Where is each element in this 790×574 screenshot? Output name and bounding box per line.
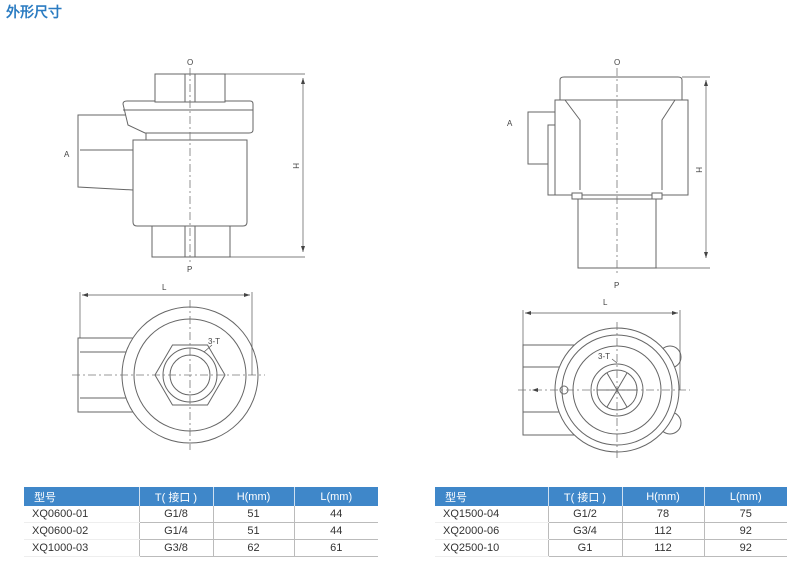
large-valve-front-view: O P A H <box>507 58 710 290</box>
header-model: 型号 <box>435 487 549 506</box>
cell-port: G3/4 <box>548 522 623 540</box>
label-h: H <box>291 163 300 169</box>
table-row: XQ2500-10 G1 112 92 <box>435 539 787 557</box>
header-port: T( 接口 ) <box>548 487 623 506</box>
table-row: XQ1000-03 G3/8 62 61 <box>24 539 378 557</box>
dimension-drawings: O P A H L 3-T O P A H <box>64 58 710 458</box>
table-row: XQ1500-04 G1/2 78 75 <box>435 506 787 523</box>
cell-length: 44 <box>294 506 378 523</box>
spec-table-small: 型号 T( 接口 ) H(mm) L(mm) XQ0600-01 G1/8 51… <box>24 487 378 557</box>
cell-port: G1/8 <box>139 506 214 523</box>
cell-height: 51 <box>213 506 295 523</box>
small-valve-top-view: L 3-T <box>72 283 265 450</box>
cell-model: XQ2500-10 <box>435 539 549 557</box>
cell-height: 112 <box>622 539 705 557</box>
cell-port: G3/8 <box>139 539 214 557</box>
cell-port: G1/2 <box>548 506 623 523</box>
cell-model: XQ0600-02 <box>24 522 140 540</box>
cell-length: 92 <box>704 522 787 540</box>
label-o: O <box>187 58 193 67</box>
table-header-row: 型号 T( 接口 ) H(mm) L(mm) <box>24 487 378 506</box>
label-p: P <box>187 265 192 274</box>
table-header-row: 型号 T( 接口 ) H(mm) L(mm) <box>435 487 787 506</box>
label-p-large: P <box>614 281 619 290</box>
label-3t-large: 3-T <box>598 352 610 361</box>
cell-length: 44 <box>294 522 378 540</box>
large-valve-top-view: L 3-T <box>518 298 690 458</box>
cell-model: XQ2000-06 <box>435 522 549 540</box>
table-row: XQ0600-02 G1/4 51 44 <box>24 522 378 540</box>
small-valve-front-view: O P A H <box>64 58 305 274</box>
cell-port: G1/4 <box>139 522 214 540</box>
header-port: T( 接口 ) <box>139 487 214 506</box>
cell-model: XQ1000-03 <box>24 539 140 557</box>
table-row: XQ2000-06 G3/4 112 92 <box>435 522 787 540</box>
header-length: L(mm) <box>294 487 378 506</box>
header-model: 型号 <box>24 487 140 506</box>
section-title: 外形尺寸 <box>6 5 62 21</box>
cell-height: 112 <box>622 522 705 540</box>
header-height: H(mm) <box>213 487 295 506</box>
cell-length: 61 <box>294 539 378 557</box>
spec-table-large: 型号 T( 接口 ) H(mm) L(mm) XQ1500-04 G1/2 78… <box>435 487 787 557</box>
cell-length: 75 <box>704 506 787 523</box>
header-length: L(mm) <box>704 487 787 506</box>
label-o-large: O <box>614 58 620 67</box>
cell-model: XQ1500-04 <box>435 506 549 523</box>
cell-port: G1 <box>548 539 623 557</box>
cell-height: 51 <box>213 522 295 540</box>
label-l-large: L <box>603 298 608 307</box>
label-3t: 3-T <box>208 337 220 346</box>
cell-model: XQ0600-01 <box>24 506 140 523</box>
label-a-large: A <box>507 119 513 128</box>
label-l: L <box>162 283 167 292</box>
cell-height: 78 <box>622 506 705 523</box>
label-a: A <box>64 150 70 159</box>
cell-height: 62 <box>213 539 295 557</box>
cell-length: 92 <box>704 539 787 557</box>
table-row: XQ0600-01 G1/8 51 44 <box>24 506 378 523</box>
label-h-large: H <box>694 167 703 173</box>
header-height: H(mm) <box>622 487 705 506</box>
